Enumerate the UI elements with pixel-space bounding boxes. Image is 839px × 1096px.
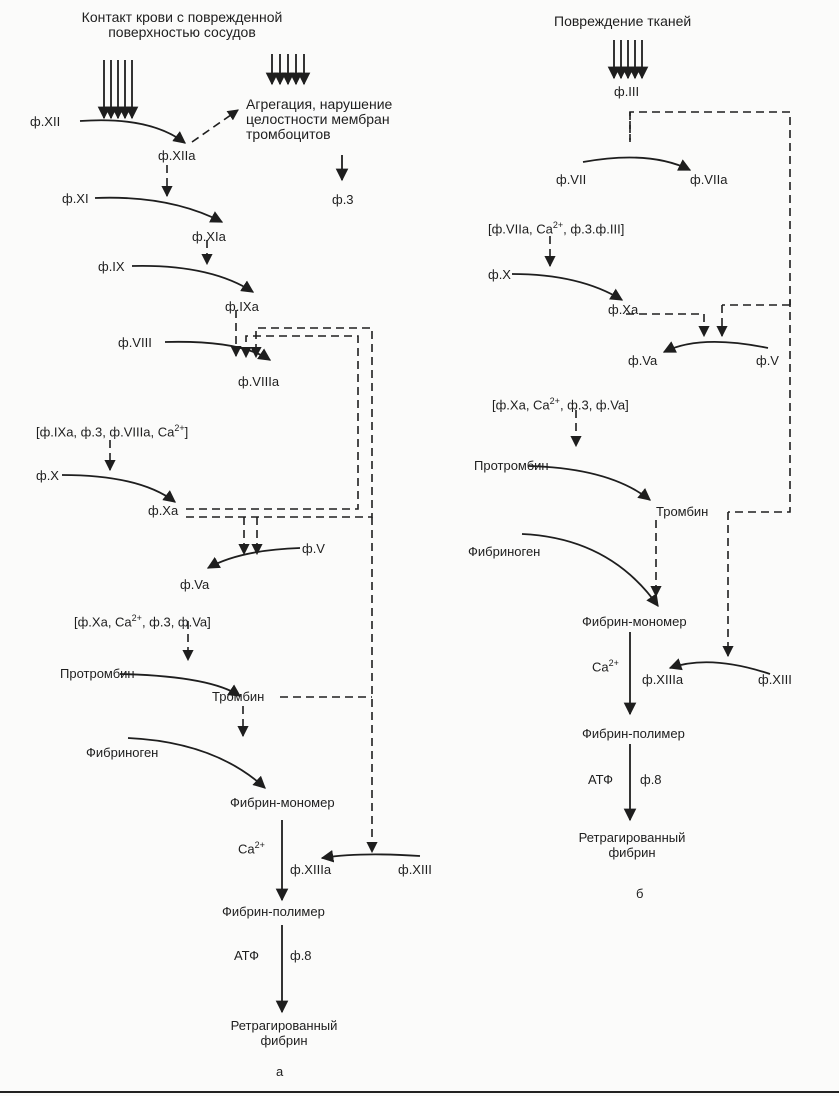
platelet-arrows bbox=[265, 54, 311, 86]
thrombin-label: Тромбин bbox=[212, 689, 265, 704]
f12a-label: ф.XIIa bbox=[158, 148, 196, 163]
f3-label: ф.3 bbox=[332, 192, 354, 207]
f8-platelet-b-label: ф.8 bbox=[640, 772, 662, 787]
retracted-fibrin-b-label: Ретрагированный фибрин bbox=[578, 830, 686, 860]
thrombin-b-label: Тромбин bbox=[656, 504, 709, 519]
header-contact: Контакт крови с поврежденной поверхность… bbox=[81, 9, 283, 40]
curve-f10 bbox=[61, 474, 176, 503]
curve-fibrinogen-b bbox=[521, 533, 659, 608]
f9-label: ф.IX bbox=[98, 259, 125, 274]
fibrin-monomer-label: Фибрин-мономер bbox=[230, 795, 335, 810]
f11a-label: ф.XIa bbox=[192, 229, 226, 244]
curve-f12 bbox=[79, 119, 186, 144]
caption-a: а bbox=[276, 1064, 284, 1079]
ca-b-label: Ca2+ bbox=[592, 658, 619, 675]
curve-f9 bbox=[131, 264, 255, 293]
tenase-complex: [ф.IXa, ф.3, ф.VIIIa, Ca2+] bbox=[36, 423, 189, 440]
caption-b: б bbox=[636, 886, 644, 901]
f10a-label: ф.Xa bbox=[148, 503, 179, 518]
curve-prothrombin-b bbox=[527, 465, 651, 501]
f13a-b-label: ф.XIIIa bbox=[642, 672, 684, 687]
feedback-xa-f8 bbox=[186, 335, 359, 510]
prothrombinase-complex: [ф.Xa, Ca2+, ф.3, ф.Va] bbox=[74, 613, 211, 630]
contact-arrows bbox=[97, 60, 139, 120]
fibrin-polymer-label: Фибрин-полимер bbox=[222, 904, 325, 919]
atp-label: АТФ bbox=[234, 948, 260, 963]
curve-f5-b bbox=[662, 340, 769, 353]
dash-f12a-aggregation bbox=[191, 109, 239, 143]
feedback-thrombin-f8 bbox=[186, 327, 373, 518]
curve-fibrinogen bbox=[127, 737, 266, 789]
curve-f11 bbox=[94, 196, 224, 223]
f8-platelet-label: ф.8 bbox=[290, 948, 312, 963]
f13-label: ф.XIII bbox=[398, 862, 432, 877]
f7a-label: ф.VIIa bbox=[690, 172, 728, 187]
f3-b-label: ф.III bbox=[614, 84, 640, 99]
fibrinogen-label: Фибриноген bbox=[86, 745, 159, 760]
f5-label: ф.V bbox=[302, 541, 325, 556]
f5a-b-label: ф.Va bbox=[628, 353, 658, 368]
curve-f5 bbox=[206, 547, 301, 569]
atp-b-label: АТФ bbox=[588, 772, 614, 787]
f10-label: ф.X bbox=[36, 468, 59, 483]
f7-label: ф.VII bbox=[556, 172, 587, 187]
aggregation-label: Агрегация, нарушение целостности мембран… bbox=[246, 96, 393, 142]
tissue-arrows bbox=[607, 40, 649, 80]
f8a-label: ф.VIIIa bbox=[238, 374, 280, 389]
f9a-label: ф.IXa bbox=[225, 299, 259, 314]
fibrin-monomer-b-label: Фибрин-мономер bbox=[582, 614, 687, 629]
prothrombin-b-label: Протромбин bbox=[474, 458, 549, 473]
prothrombin-label: Протромбин bbox=[60, 666, 135, 681]
f13a-label: ф.XIIIa bbox=[290, 862, 332, 877]
feedback-thrombin-b bbox=[629, 111, 791, 513]
fibrin-polymer-b-label: Фибрин-полимер bbox=[582, 726, 685, 741]
bottom-rule bbox=[0, 1091, 839, 1093]
f11-label: ф.XI bbox=[62, 191, 89, 206]
f5a-label: ф.Va bbox=[180, 577, 210, 592]
f10-b-label: ф.X bbox=[488, 267, 511, 282]
curve-f7 bbox=[582, 156, 692, 171]
ca-label: Ca2+ bbox=[238, 840, 265, 857]
curve-f13-b bbox=[668, 658, 771, 675]
header-tissue: Повреждение тканей bbox=[554, 13, 692, 29]
f8-label: ф.VIII bbox=[118, 335, 152, 350]
f5-b-label: ф.V bbox=[756, 353, 779, 368]
f7-complex: [ф.VIIa, Ca2+, ф.3.ф.III] bbox=[488, 220, 625, 237]
retracted-fibrin-label: Ретрагированный фибрин bbox=[230, 1018, 338, 1048]
f10a-b-label: ф.Xa bbox=[608, 302, 639, 317]
curve-prothrombin bbox=[119, 673, 242, 697]
fibrinogen-b-label: Фибриноген bbox=[468, 544, 541, 559]
curve-f13 bbox=[320, 850, 421, 863]
curve-f10-b bbox=[511, 273, 624, 301]
f13-b-label: ф.XIII bbox=[758, 672, 792, 687]
prothrombinase-b-complex: [ф.Xa, Ca2+, ф.3, ф.Va] bbox=[492, 396, 629, 413]
f12-label: ф.XII bbox=[30, 114, 61, 129]
curve-f8 bbox=[164, 340, 272, 361]
